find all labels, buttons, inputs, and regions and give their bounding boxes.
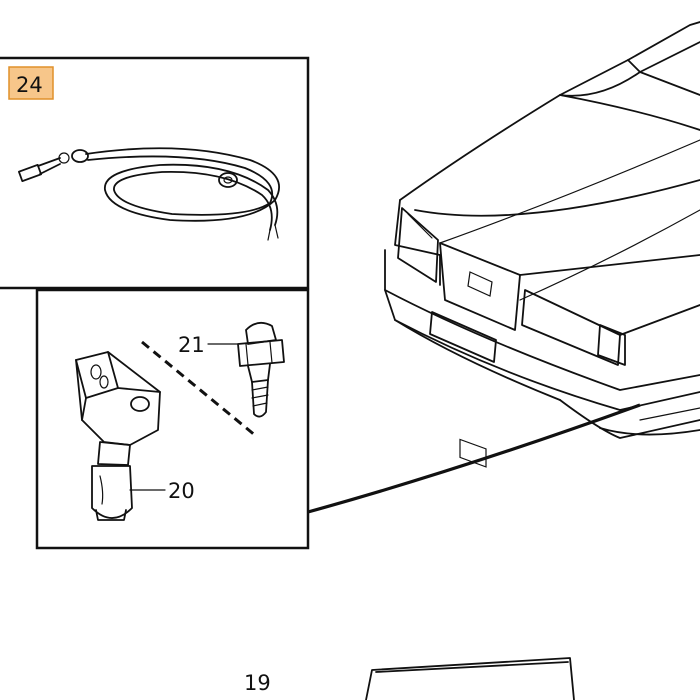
car-front-illustration xyxy=(384,21,700,468)
callout-24-label: 24 xyxy=(16,73,43,97)
assembly-dashed-line xyxy=(141,340,257,438)
callout-partial-label: 19 xyxy=(244,671,271,695)
callout-20-label: 20 xyxy=(168,479,195,503)
leader-line-to-car xyxy=(307,403,641,514)
lamp-holder-part-20 xyxy=(75,351,161,521)
partial-bottom-part: 19 xyxy=(244,657,575,700)
detail-box-wiring: 24 xyxy=(0,56,310,290)
detail-box-lamp-holder: 21 20 xyxy=(35,288,310,550)
harness-connector xyxy=(17,152,70,183)
screw-part-21 xyxy=(237,321,285,418)
callout-21-label: 21 xyxy=(178,333,205,357)
callout-24-highlight xyxy=(8,66,54,100)
